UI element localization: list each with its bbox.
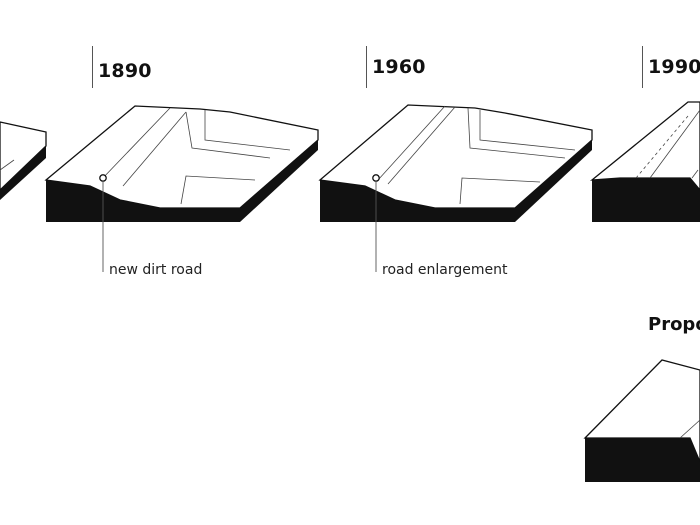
annotation-marker-1960 (372, 174, 380, 272)
dirt-road-1890 (100, 107, 171, 181)
annotation-marker-1890 (99, 174, 107, 272)
terrain-block-1990 (589, 101, 700, 222)
annotation-road-enlargement: road enlargement (382, 262, 508, 278)
year-divider-1890 (92, 46, 93, 88)
year-label-1960: 1960 (372, 56, 426, 78)
terrain-block-proposal (583, 359, 700, 482)
year-divider-1960 (366, 46, 367, 88)
annotation-new-dirt-road: new dirt road (109, 262, 203, 278)
terrain-block-1890 (44, 105, 319, 222)
year-label-1890: 1890 (98, 60, 152, 82)
enlarged-road-1960 (377, 105, 446, 181)
proposal-title: Propo (648, 314, 700, 335)
year-label-1990: 1990 (648, 56, 700, 78)
terrain-block-1960 (318, 104, 593, 222)
year-divider-1990 (642, 46, 643, 88)
terrain-block-pre-1890 (0, 121, 47, 200)
